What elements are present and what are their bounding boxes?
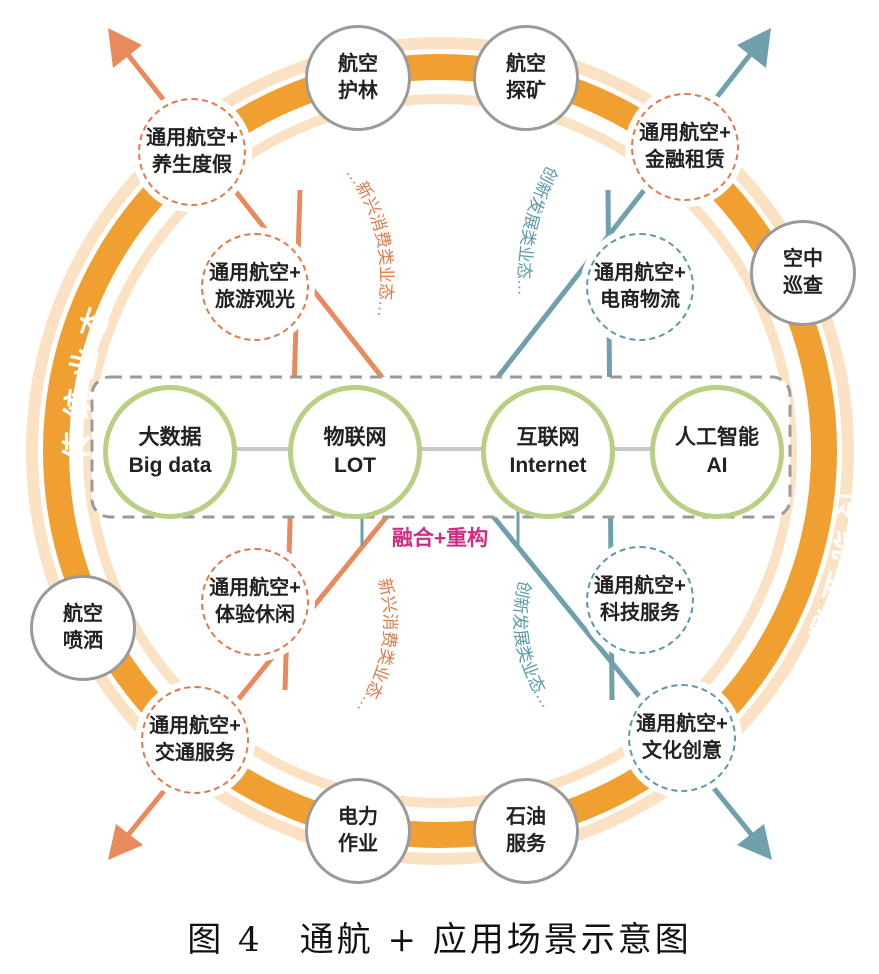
node-cultural-creative: 通用航空+文化创意: [628, 684, 736, 792]
innovation-label-top: 创新发展类业态…: [514, 163, 561, 296]
node-tourism: 通用航空+旅游观光: [201, 233, 309, 341]
node-air-patrol: 空中巡查: [750, 220, 856, 326]
node-oil-service: 石油服务: [473, 778, 579, 884]
outer-orange-ring: [43, 54, 837, 848]
inner-pale-ring: [83, 94, 797, 808]
node-ecommerce-logistics: 通用航空+电商物流: [586, 233, 694, 341]
node-aviation-forest: 航空护林: [305, 25, 411, 131]
figure-caption: 图 4 通航 + 应用场景示意图: [187, 920, 692, 960]
node-financial-leasing: 通用航空+金融租赁: [631, 93, 739, 201]
node-transport-service: 通用航空+交通服务: [141, 686, 249, 794]
node-aviation-mining: 航空探矿: [473, 25, 579, 131]
node-aviation-spray: 航空喷洒: [30, 575, 136, 681]
node-power-work: 电力作业: [305, 778, 411, 884]
emerging-label-bottom: 新兴消费类业态…: [353, 577, 399, 718]
node-wellness-vacation: 通用航空+养生度假: [138, 98, 246, 206]
diagram-canvas: 传统业态 传统业态 …新兴消费类业态… 创新发展类业态… 新兴消费类业态… 创新…: [26, 25, 857, 884]
arrow-head-top-left: [108, 28, 142, 68]
arrow-head-bottom-right: [737, 824, 772, 860]
fusion-label: 融合+重构: [391, 527, 489, 550]
arrow-head-top-right: [737, 28, 771, 68]
outer-pale-ring: [26, 37, 854, 865]
node-leisure-experience: 通用航空+体验休闲: [201, 548, 309, 656]
node-tech-service: 通用航空+科技服务: [586, 546, 694, 654]
innovation-label-bottom: 创新发展类业态…: [510, 579, 557, 711]
emerging-label-top: …新兴消费类业态…: [342, 163, 396, 319]
arrow-head-bottom-left: [108, 824, 143, 860]
